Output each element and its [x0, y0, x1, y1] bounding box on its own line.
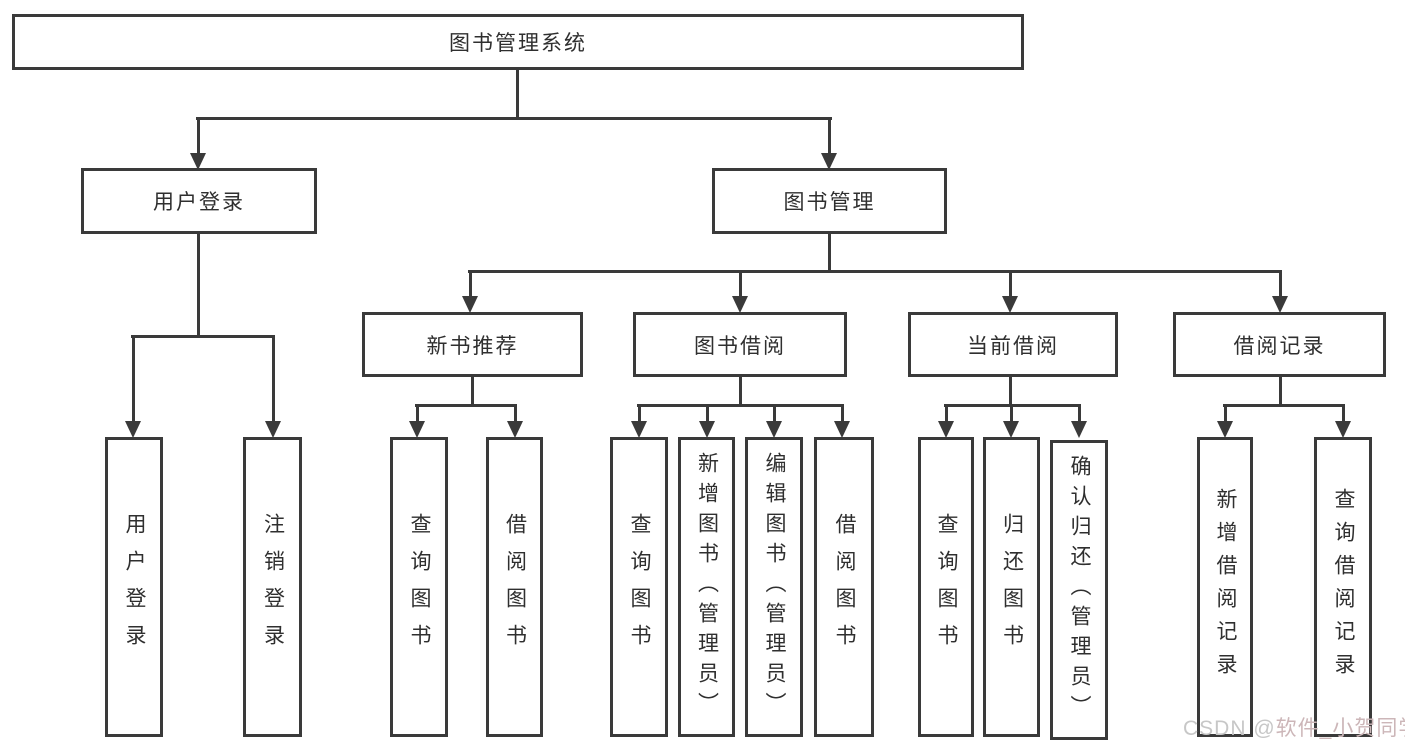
connector-line: [1078, 404, 1081, 423]
arrow-down-icon: [265, 421, 281, 438]
arrow-down-icon: [1335, 421, 1351, 438]
node-label: 查询图书: [628, 513, 651, 661]
node-label: 借阅图书: [833, 513, 856, 661]
connector-line: [1010, 404, 1013, 423]
node-leaf-user-login: 用户登录: [105, 437, 163, 737]
watermark-prefix: CSDN @: [1183, 717, 1276, 740]
connector-line: [706, 404, 709, 423]
arrow-down-icon: [1272, 296, 1288, 313]
node-label: 归还图书: [1000, 513, 1024, 661]
arrow-down-icon: [1003, 421, 1019, 438]
node-label: 新增借阅记录: [1214, 488, 1237, 686]
connector-line: [638, 404, 641, 423]
node-current-borrowing: 当前借阅: [908, 312, 1118, 377]
node-label: 编辑图书（管理员）: [763, 452, 786, 722]
connector-line: [945, 404, 948, 423]
node-leaf-confirm-return-admin: 确认归还（管理员）: [1050, 440, 1108, 740]
connector-line: [132, 335, 135, 423]
connector-line: [739, 270, 742, 298]
node-leaf-edit-books-admin: 编辑图书（管理员）: [745, 437, 803, 737]
connector-line: [197, 117, 200, 155]
node-label: 用户登录: [123, 513, 146, 661]
node-label: 新书推荐: [426, 334, 519, 358]
node-label: 当前借阅: [967, 334, 1059, 358]
connector-line: [773, 404, 776, 423]
node-label: 用户登录: [153, 191, 245, 214]
connector-line: [197, 232, 200, 337]
connector-line: [196, 117, 832, 120]
node-leaf-query-books-borrowing: 查询图书: [610, 437, 668, 737]
arrow-down-icon: [732, 296, 748, 313]
connector-line: [514, 404, 517, 423]
arrow-down-icon: [1071, 421, 1087, 438]
node-label: 图书管理: [783, 191, 876, 214]
node-label: 图书借阅: [694, 334, 786, 358]
node-leaf-query-books-recommend: 查询图书: [390, 437, 448, 737]
node-label: 查询借阅记录: [1332, 488, 1355, 686]
node-label: 查询图书: [408, 513, 431, 661]
node-root: 图书管理系统: [12, 14, 1024, 70]
connector-line: [471, 375, 474, 406]
connector-line: [1009, 375, 1012, 406]
arrow-down-icon: [409, 421, 425, 438]
connector-line: [841, 404, 844, 423]
node-leaf-query-borrow-record: 查询借阅记录: [1314, 437, 1372, 737]
connector-line: [1224, 404, 1227, 423]
arrow-down-icon: [699, 421, 715, 438]
arrow-down-icon: [190, 153, 206, 170]
connector-line: [1279, 270, 1282, 298]
arrow-down-icon: [631, 421, 647, 438]
connector-line: [468, 270, 1282, 273]
node-leaf-query-books-current: 查询图书: [918, 437, 974, 737]
watermark-name: 软件_小贺同学: [1275, 717, 1405, 740]
arrow-down-icon: [938, 421, 954, 438]
node-label: 新增图书（管理员）: [695, 452, 719, 722]
connector-line: [739, 375, 742, 406]
node-label: 图书管理系统: [449, 32, 587, 55]
connector-line: [416, 404, 419, 423]
connector-line: [415, 404, 517, 407]
arrow-down-icon: [834, 421, 850, 438]
connector-line: [828, 117, 831, 155]
connector-line: [469, 270, 472, 298]
node-borrowing-records: 借阅记录: [1173, 312, 1386, 377]
node-label: 借阅记录: [1233, 334, 1326, 358]
connector-line: [1223, 404, 1345, 407]
node-new-book-recommend: 新书推荐: [362, 312, 583, 377]
node-leaf-borrow-books-recommend: 借阅图书: [486, 437, 543, 737]
connector-line: [1279, 375, 1282, 406]
connector-line: [272, 335, 275, 423]
connector-line: [637, 404, 843, 407]
node-leaf-borrow-books-borrowing: 借阅图书: [814, 437, 874, 737]
node-leaf-return-books: 归还图书: [983, 437, 1040, 737]
node-label: 借阅图书: [503, 513, 527, 661]
csdn-watermark: CSDN @软件_小贺同学: [1183, 712, 1405, 742]
connector-line: [131, 335, 275, 338]
node-leaf-logout: 注销登录: [243, 437, 302, 737]
node-label: 查询图书: [935, 513, 958, 661]
node-label: 注销登录: [261, 513, 285, 661]
arrow-down-icon: [125, 421, 141, 438]
node-label: 确认归还（管理员）: [1068, 455, 1091, 725]
node-user-login: 用户登录: [81, 168, 317, 234]
node-book-borrowing: 图书借阅: [633, 312, 847, 377]
connector-line: [1342, 404, 1345, 423]
node-leaf-add-books-admin: 新增图书（管理员）: [678, 437, 735, 737]
arrow-down-icon: [766, 421, 782, 438]
node-book-management: 图书管理: [712, 168, 947, 234]
arrow-down-icon: [507, 421, 523, 438]
arrow-down-icon: [821, 153, 837, 170]
connector-line: [516, 70, 519, 119]
connector-line: [1009, 270, 1012, 298]
node-leaf-add-borrow-record: 新增借阅记录: [1197, 437, 1253, 737]
arrow-down-icon: [462, 296, 478, 313]
arrow-down-icon: [1002, 296, 1018, 313]
arrow-down-icon: [1217, 421, 1233, 438]
connector-line: [828, 232, 831, 272]
